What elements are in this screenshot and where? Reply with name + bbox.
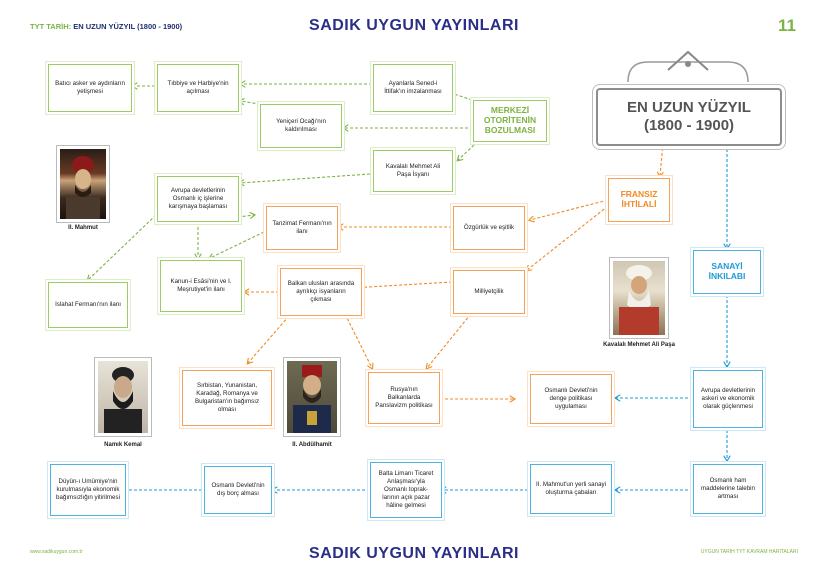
title-line-2: (1800 - 1900) [643,117,735,134]
portrait-kavalali [609,257,669,339]
heading-merkezi-otorite: MERKEZİ OTORİTENİN BOZULMASI [473,100,547,142]
page-header-topic: TYT TARİH: EN UZUN YÜZYIL (1800 - 1900) [30,22,183,31]
node-ham-madde-talebi: Osmanlı ham maddelerine talebin artması [693,464,763,514]
brand-title: SADIK UYGUN YAYINLARI [309,17,519,34]
node-balta-limani: Balta Limanı Ticaret Anlaşması'yla Osman… [370,462,442,518]
caption-namik-kemal: Namık Kemal [104,442,142,448]
portrait-ii-mahmut [56,145,110,223]
main-title: EN UZUN YÜZYIL (1800 - 1900) [596,88,782,146]
footer-brand: SADIK UYGUN YAYINLARI [309,545,519,562]
node-mahmut-sanayi: II. Mahmut'un yerli sanayi oluşturma çab… [530,464,612,514]
node-kavalali-isyani: Kavalalı Mehmet Ali Paşa İsyanı [373,150,453,192]
caption-ii-abdulhamit: II. Abdülhamit [292,442,332,448]
heading-sanayi-inkilabi: SANAYİ İNKILABI [693,250,761,294]
title-ornament [627,50,749,89]
portrait-namik-kemal [94,357,152,437]
page-number: 11 [778,16,796,35]
node-balkan-isyanlari: Balkan ulusları arasında ayrılıkçı isyan… [280,268,362,316]
node-kanun-i-esasi: Kanun-i Esâsi'nin ve I. Meşrutiyet'in il… [160,260,242,312]
node-milliyetcilik: Milliyetçilik [453,270,525,314]
portrait-ii-mahmut-figure [66,156,100,219]
portrait-namik-kemal-figure [104,367,142,433]
node-tibbiye-harbiye: Tıbbiye ve Harbiye'nin açılması [157,64,239,112]
caption-ii-mahmut: II. Mahmut [68,225,98,231]
portrait-kavalali-figure [619,265,659,335]
node-rusya-panslavizm: Rusya'nın Balkanlarda Panslavizm politik… [368,372,440,424]
node-yeniceri-ocagi: Yeniçeri Ocağı'nın kaldırılması [260,104,342,148]
node-islahat-fermani: Islahat Fermanı'nın ilanı [48,282,128,328]
node-balkan-bagimsizlik: Sırbistan, Yunanistan, Karadağ, Romanya … [182,370,272,426]
node-ozgurluk-esitlik: Özgürlük ve eşitlik [453,206,525,250]
node-avrupa-ic-islere-karisma: Avrupa devletlerinin Osmanlı iç işlerine… [157,176,239,222]
node-denge-politikasi: Osmanlı Devleti'nin denge politikası uyg… [530,374,612,424]
footer-series-note: UYGUN TARİH TYT KAVRAM HARİTALARI [700,549,798,555]
portrait-ii-abdulhamit-figure [293,365,331,433]
node-batici-asker: Batıcı asker ve aydınların yetişmesi [48,64,132,112]
node-sened-i-ittifak: Ayanlarla Sened-i İttifak'ın imzalanması [373,64,453,112]
node-duyun-i-umumiye: Düyûn-ı Umûmiye'nin kurulmasıyla ekonomi… [50,464,126,516]
portrait-ii-abdulhamit [283,357,341,437]
node-tanzimat-fermani: Tanzimat Fermanı'nın ilanı [266,206,338,250]
caption-kavalali: Kavalalı Mehmet Ali Paşa [603,342,675,348]
node-dis-borc: Osmanlı Devleti'nin dış borç alması [204,466,272,514]
title-line-1: EN UZUN YÜZYIL [627,99,751,116]
node-avrupa-guclenmesi: Avrupa devletlerinin askeri ve ekonomik … [693,370,763,428]
footer-website[interactable]: www.sadikuygun.com.tr [30,549,83,555]
heading-fransiz-ihtilali: FRANSIZ İHTİLALİ [608,178,670,222]
